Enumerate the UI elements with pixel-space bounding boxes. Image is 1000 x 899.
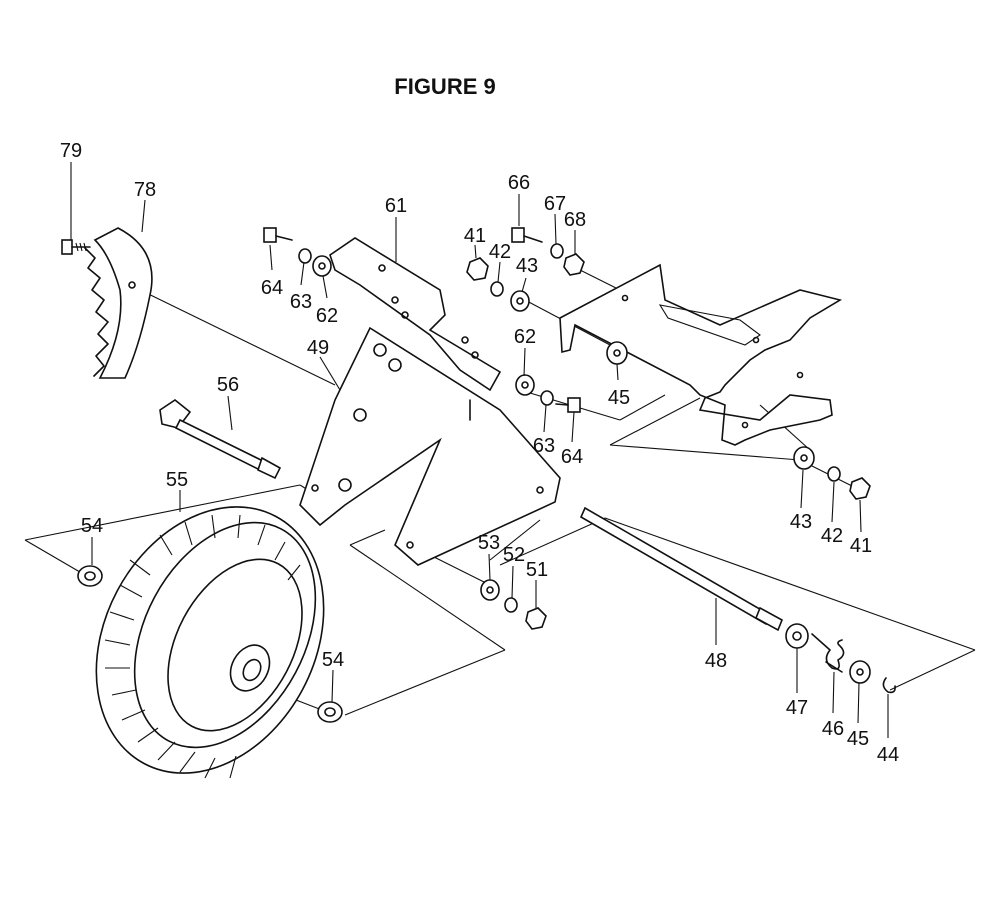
label-54-bottom: 54: [322, 649, 344, 671]
label-63-top: 63: [290, 291, 312, 313]
wheel-part-55: [95, 506, 325, 779]
label-62-top: 62: [316, 305, 338, 327]
label-45-top: 45: [608, 387, 630, 409]
sector-gear-part-78: [84, 227, 153, 379]
label-56: 56: [217, 374, 239, 396]
label-66: 66: [508, 172, 530, 194]
bushing-part-47: [785, 623, 809, 649]
label-79: 79: [60, 140, 82, 162]
label-64-middle: 64: [561, 446, 583, 468]
label-42-right: 42: [821, 525, 843, 547]
washer-part-45-bottom: [849, 660, 871, 684]
label-46: 46: [822, 718, 844, 740]
label-64-top: 64: [261, 277, 283, 299]
label-55: 55: [166, 469, 188, 491]
label-48: 48: [705, 650, 727, 672]
label-41-right: 41: [850, 535, 872, 557]
label-62-middle: 62: [514, 326, 536, 348]
label-43-top: 43: [516, 255, 538, 277]
label-49: 49: [307, 337, 329, 359]
washer-part-53: [480, 579, 500, 601]
washer-part-43-top: [510, 290, 530, 312]
shaft-part-48: [579, 506, 784, 632]
nut-part-41-right: [849, 477, 871, 500]
lockwasher-part-42-right: [827, 466, 841, 482]
label-52: 52: [503, 544, 525, 566]
label-47: 47: [786, 697, 808, 719]
label-68: 68: [564, 209, 586, 231]
nut-part-51: [525, 607, 547, 630]
figure-title: FIGURE 9: [394, 74, 496, 99]
washer-part-45-top: [606, 341, 628, 365]
lockwasher-part-52: [504, 597, 518, 613]
lockwasher-part-42-top: [490, 281, 504, 297]
bracket-arm-part-61: [329, 237, 502, 392]
label-42-top: 42: [489, 241, 511, 263]
bolt-part-64-top: [263, 227, 293, 243]
washer-part-62-middle: [515, 374, 535, 396]
lockwasher-part-67: [550, 243, 564, 259]
bolt-part-56: [159, 399, 282, 480]
bolt-part-64-middle: [555, 397, 581, 413]
washer-part-43-right: [793, 446, 815, 470]
label-41-top: 41: [464, 225, 486, 247]
label-45-bottom: 45: [847, 728, 869, 750]
label-78: 78: [134, 179, 156, 201]
nut-part-41-top: [466, 257, 489, 281]
label-53: 53: [478, 532, 500, 554]
leader-lines: [70, 162, 889, 738]
label-54-top: 54: [81, 515, 103, 537]
label-61: 61: [385, 195, 407, 217]
bolt-part-66: [511, 227, 543, 243]
lockwasher-part-63-top: [298, 248, 312, 264]
spring-part-46: [811, 633, 845, 673]
label-43-right: 43: [790, 511, 812, 533]
label-63-middle: 63: [533, 435, 555, 457]
label-44: 44: [877, 744, 899, 766]
lockwasher-part-63-middle: [540, 390, 554, 406]
nut-part-68: [563, 253, 585, 276]
mounting-plate-part-49: [299, 326, 561, 566]
label-67: 67: [544, 193, 566, 215]
washer-part-62-top: [312, 255, 332, 277]
bushing-part-54-top: [77, 565, 103, 587]
bushing-part-54-bottom: [317, 701, 343, 723]
part-labels: 79 78 64 63 62 61 49 56 55 54 54 66 67 6…: [60, 140, 899, 766]
clip-part-44: [882, 677, 896, 694]
screw-part-79: [61, 239, 91, 255]
frame-bracket: [559, 263, 843, 446]
label-51: 51: [526, 559, 548, 581]
